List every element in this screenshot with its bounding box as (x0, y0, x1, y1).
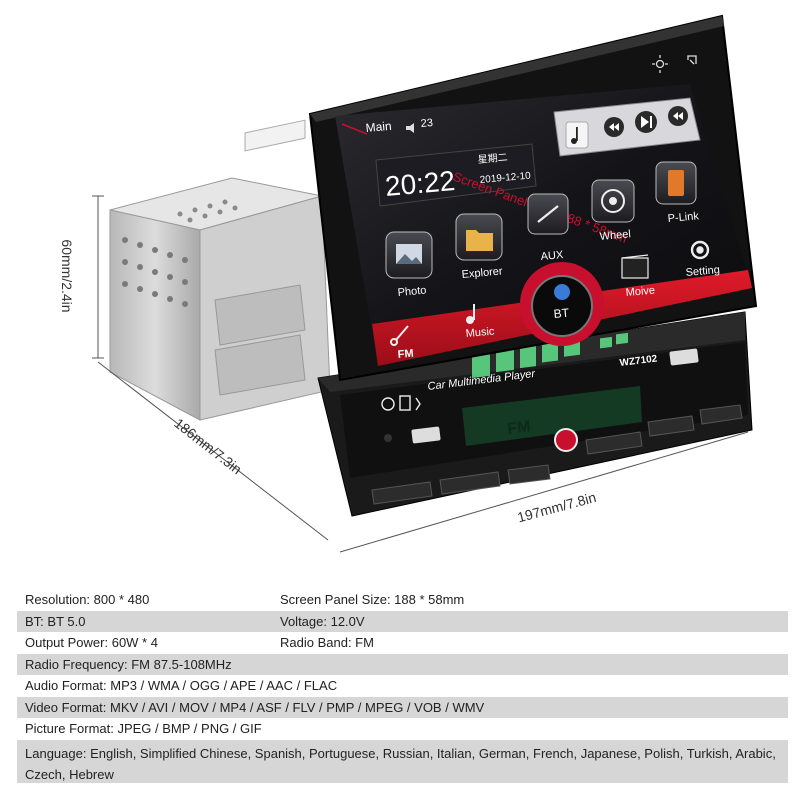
main-label: Main (365, 119, 392, 135)
spec-row: Audio Format: MP3 / WMA / OGG / APE / AA… (17, 675, 788, 697)
spec-row: Picture Format: JPEG / BMP / PNG / GIF (17, 718, 788, 740)
clapperboard-icon (621, 254, 649, 279)
clock-time: 20:22 (384, 165, 457, 202)
spec-row: BT: BT 5.0 Voltage: 12.0V (17, 610, 788, 632)
app-moive[interactable]: Moive (621, 254, 655, 299)
music-icon (466, 304, 475, 324)
spec-cell: Video Format: MKV / AVI / MOV / MP4 / AS… (25, 699, 485, 715)
clock-widget: 20:22 星期二 2019-12-10 (375, 143, 537, 207)
lcd-band-label: FM (506, 418, 531, 438)
spec-row: Radio Frequency: FM 87.5-108MHz (17, 653, 788, 675)
app-fm[interactable]: FM (390, 325, 414, 361)
spec-cell: Resolution: 800 * 480 (25, 592, 150, 608)
app-bt-label: BT (553, 306, 570, 321)
spec-row: Output Power: 60W * 4 Radio Band: FM (17, 632, 788, 654)
aux-cable-icon (537, 205, 559, 223)
phone-link-icon (668, 170, 684, 196)
faceplate-icons (381, 395, 421, 411)
radio-antenna-icon (390, 325, 409, 346)
bluetooth-orb-icon (554, 284, 570, 300)
model-label: WZ7102 (619, 353, 658, 369)
app-plink-label: P-Link (667, 210, 700, 225)
usb-port-right (669, 348, 699, 366)
previous-track-button[interactable] (604, 117, 624, 137)
app-plink[interactable]: P-Link (655, 161, 700, 225)
app-explorer[interactable]: Explorer (455, 213, 503, 281)
weekday-label: 星期二 (477, 151, 508, 166)
spec-cell: Output Power: 60W * 4 (25, 635, 158, 651)
app-fm-label: FM (397, 348, 414, 361)
width-dimension-label: 197mm/7.8in (516, 489, 598, 525)
spec-cell: Voltage: 12.0V (280, 613, 365, 629)
app-aux[interactable]: AUX (527, 193, 569, 263)
spec-cell: Radio Frequency: FM 87.5-108MHz (25, 656, 232, 672)
usb-port-left (411, 426, 441, 444)
spec-cell: Audio Format: MP3 / WMA / OGG / APE / AA… (25, 678, 338, 694)
app-explorer-label: Explorer (461, 265, 503, 281)
spec-cell: Radio Band: FM (280, 635, 374, 651)
music-note-icon (565, 121, 589, 149)
app-photo[interactable]: Photo (385, 231, 433, 299)
spec-cell: Picture Format: JPEG / BMP / PNG / GIF (25, 721, 262, 737)
spec-table: Resolution: 800 * 480 Screen Panel Size:… (17, 589, 788, 783)
app-setting[interactable]: Setting (685, 240, 720, 279)
spec-row: Video Format: MKV / AVI / MOV / MP4 / AS… (17, 696, 788, 718)
volume-level: 23 (420, 117, 433, 130)
spec-cell: BT: BT 5.0 (25, 613, 86, 629)
app-aux-label: AUX (540, 249, 564, 263)
app-bt[interactable]: BT (520, 262, 604, 346)
volume-icon (406, 123, 414, 133)
folder-icon (466, 230, 493, 251)
photo-icon (396, 244, 422, 264)
depth-dimension-label: 186mm/7.3in (171, 415, 245, 477)
app-wheel-label: Wheel (599, 228, 631, 243)
play-pause-button[interactable] (635, 111, 657, 133)
gear-icon (690, 240, 710, 260)
frame-icons (652, 55, 697, 73)
spec-cell: Language: English, Simplified Chinese, S… (25, 745, 776, 782)
app-music-label: Music (465, 325, 495, 340)
product-illustration: 60mm/2.4in 186mm/7.3in 197mm/7.8in Car M… (59, 14, 758, 553)
mic-hole (384, 434, 392, 442)
app-photo-label: Photo (397, 285, 427, 299)
height-dimension-label: 60mm/2.4in (59, 239, 75, 312)
dimension-lines (92, 195, 749, 553)
power-button[interactable] (554, 428, 578, 452)
spec-cell: Screen Panel Size: 188 * 58mm (280, 592, 465, 608)
metal-chassis (109, 119, 331, 421)
faceplate-buttons[interactable] (371, 404, 743, 505)
spec-row: Language: English, Simplified Chinese, S… (17, 739, 788, 783)
app-wheel[interactable]: Wheel (591, 179, 635, 243)
date-label: 2019-12-10 (479, 171, 531, 186)
steering-wheel-icon (601, 189, 625, 213)
app-moive-label: Moive (625, 284, 655, 299)
app-music[interactable]: Music (465, 304, 495, 340)
media-widget (553, 97, 701, 157)
app-setting-label: Setting (685, 264, 720, 279)
spec-row: Resolution: 800 * 480 Screen Panel Size:… (17, 589, 788, 611)
next-track-button[interactable] (668, 106, 688, 126)
